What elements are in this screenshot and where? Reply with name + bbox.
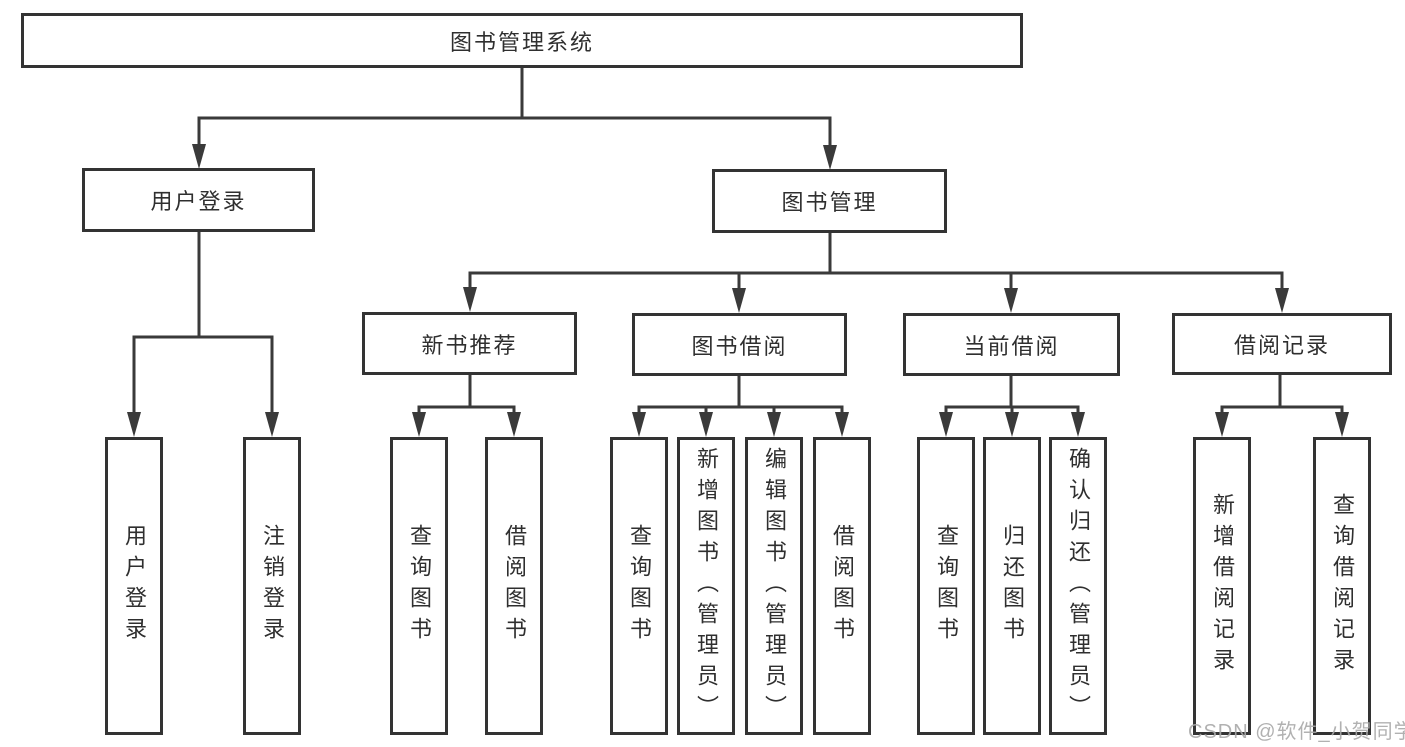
node-bb-add-book-admin: 新增图书（管理员） bbox=[677, 437, 735, 735]
connector-current-borrow-children bbox=[944, 372, 1080, 420]
connector-borrow-records-children bbox=[1220, 371, 1344, 420]
node-cb-return-book: 归还图书 bbox=[983, 437, 1041, 735]
arrowhead bbox=[632, 412, 646, 437]
arrowhead bbox=[127, 412, 141, 437]
arrowhead bbox=[507, 412, 521, 437]
node-bb-query-book: 查询图书 bbox=[610, 437, 668, 735]
node-book-management: 图书管理 bbox=[712, 169, 947, 233]
node-nbr-query-book: 查询图书 bbox=[390, 437, 448, 735]
node-cb-confirm-return-admin: 确认归还（管理员） bbox=[1049, 437, 1107, 735]
node-br-add-record: 新增借阅记录 bbox=[1193, 437, 1251, 735]
connector-new-book-rec-children bbox=[417, 371, 516, 420]
arrowhead bbox=[412, 412, 426, 437]
connector-book-borrow-children bbox=[637, 372, 844, 420]
node-borrow-records: 借阅记录 bbox=[1172, 313, 1392, 375]
watermark: CSDN @软件_小贺同学 bbox=[1188, 721, 1405, 743]
arrowhead bbox=[767, 412, 781, 437]
arrowhead bbox=[1004, 288, 1018, 313]
arrowhead bbox=[1215, 412, 1229, 437]
arrowhead bbox=[1335, 412, 1349, 437]
arrowhead bbox=[823, 145, 837, 170]
node-nbr-borrow-book: 借阅图书 bbox=[485, 437, 543, 735]
node-root: 图书管理系统 bbox=[21, 13, 1023, 68]
arrowhead bbox=[1005, 412, 1019, 437]
arrowhead bbox=[463, 287, 477, 312]
arrowhead bbox=[192, 144, 206, 169]
arrowhead bbox=[939, 412, 953, 437]
arrowhead bbox=[1275, 288, 1289, 313]
node-logout: 注销登录 bbox=[243, 437, 301, 735]
node-bb-borrow-book: 借阅图书 bbox=[813, 437, 871, 735]
node-br-query-record: 查询借阅记录 bbox=[1313, 437, 1371, 735]
arrowhead bbox=[835, 412, 849, 437]
node-user-login: 用户登录 bbox=[105, 437, 163, 735]
node-book-borrow: 图书借阅 bbox=[632, 313, 847, 376]
connector-root-to-level2 bbox=[197, 64, 832, 152]
arrowhead bbox=[1071, 412, 1085, 437]
node-new-book-recommend: 新书推荐 bbox=[362, 312, 577, 375]
connector-user-login-children bbox=[132, 228, 274, 420]
node-current-borrow: 当前借阅 bbox=[903, 313, 1120, 376]
node-bb-edit-book-admin: 编辑图书（管理员） bbox=[745, 437, 803, 735]
arrowhead bbox=[699, 412, 713, 437]
arrowhead bbox=[732, 288, 746, 313]
node-cb-query-book: 查询图书 bbox=[917, 437, 975, 735]
arrowhead bbox=[265, 412, 279, 437]
connector-book-mgmt-to-level3 bbox=[468, 229, 1284, 297]
node-user-login-group: 用户登录 bbox=[82, 168, 315, 232]
